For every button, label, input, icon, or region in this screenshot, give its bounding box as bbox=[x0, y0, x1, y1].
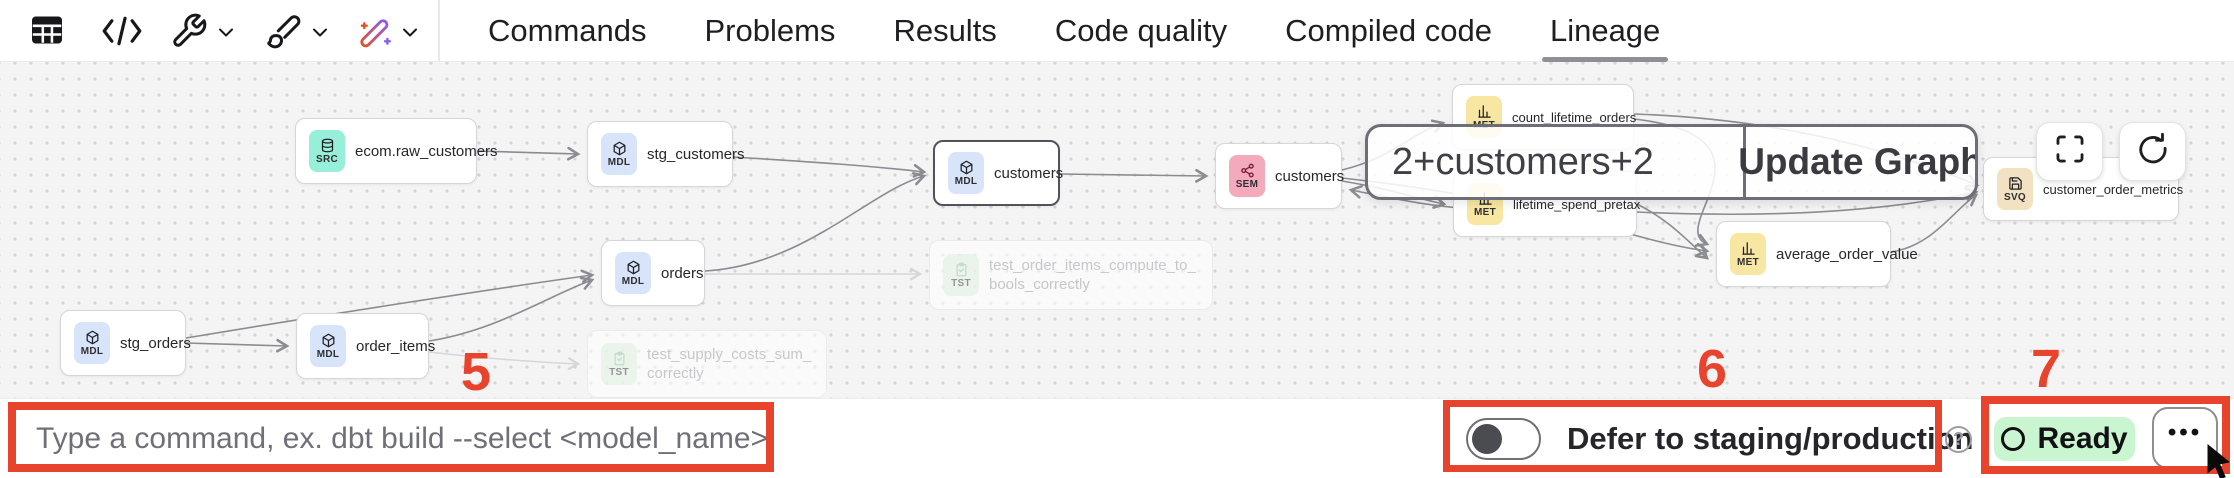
edge-order_items-to-test_supply bbox=[428, 351, 581, 370]
ai-assist-icon[interactable] bbox=[358, 14, 394, 50]
mdl-icon bbox=[626, 260, 641, 275]
tab-lineage[interactable]: Lineage bbox=[1541, 0, 1669, 62]
command-input-placeholder: Type a command, ex. dbt build --select <… bbox=[36, 422, 769, 455]
cleanup-icon[interactable] bbox=[264, 12, 302, 50]
refresh-graph-button[interactable] bbox=[2119, 122, 2186, 181]
src-icon bbox=[320, 138, 335, 153]
tab-code-quality[interactable]: Code quality bbox=[1054, 13, 1228, 48]
met-badge: MET bbox=[1730, 233, 1766, 275]
tst-badge: TST bbox=[943, 254, 979, 296]
cleanup-chevron-down-icon[interactable] bbox=[308, 20, 332, 44]
edge-lifetime_spend_pretax-to-average_order_value bbox=[1636, 203, 1709, 260]
defer-toggle[interactable] bbox=[1466, 418, 1541, 460]
build-tools-chevron-down-icon[interactable] bbox=[214, 20, 238, 44]
edge-order_items-to-orders bbox=[428, 276, 595, 342]
mdl-badge: MDL bbox=[601, 133, 637, 175]
table-view-icon[interactable] bbox=[28, 12, 66, 48]
update-graph-button[interactable]: Update Graph bbox=[1738, 141, 1978, 182]
edge-orders-to-customers bbox=[704, 171, 927, 272]
selector-divider bbox=[1743, 127, 1746, 197]
edge-stg_orders-to-orders bbox=[185, 269, 595, 339]
code-view-icon[interactable] bbox=[100, 15, 144, 47]
node-test_supply[interactable]: TST test_supply_costs_sum_correctly bbox=[587, 330, 827, 398]
sem-icon bbox=[1240, 163, 1255, 178]
annotation-digit-7: 7 bbox=[2030, 339, 2062, 398]
ellipsis-icon: ••• bbox=[2167, 419, 2203, 446]
tab-problems[interactable]: Problems bbox=[704, 13, 836, 48]
tst-icon bbox=[954, 262, 969, 277]
mdl-badge: MDL bbox=[615, 252, 651, 294]
svq-icon bbox=[2008, 176, 2023, 191]
defer-label: Defer to staging/production bbox=[1567, 421, 1974, 456]
edge-stg_customers-to-customers bbox=[732, 156, 927, 178]
command-input[interactable]: Type a command, ex. dbt build --select <… bbox=[16, 409, 769, 469]
src-badge: SRC bbox=[309, 130, 345, 172]
status-ready-label: Ready bbox=[2037, 422, 2128, 455]
fullscreen-button[interactable] bbox=[2036, 122, 2103, 181]
refresh-icon bbox=[2136, 132, 2170, 171]
defer-toggle-knob bbox=[1472, 423, 1502, 454]
edge-ecom.raw_customers-to-stg_customers bbox=[476, 146, 581, 161]
panel-header: Commands Problems Results Code quality C… bbox=[0, 0, 2234, 62]
toolbar-divider bbox=[438, 0, 440, 62]
mdl-badge: MDL bbox=[74, 322, 110, 364]
build-tools-icon[interactable] bbox=[170, 12, 208, 50]
mdl-icon bbox=[959, 160, 974, 175]
node-orders[interactable]: MDL orders bbox=[601, 240, 705, 306]
tab-results[interactable]: Results bbox=[893, 13, 997, 48]
mdl-badge: MDL bbox=[310, 325, 346, 367]
met-icon bbox=[1477, 104, 1492, 119]
node-ecom.raw_customers[interactable]: SRC ecom.raw_customers bbox=[295, 118, 498, 184]
svq-badge: SVQ bbox=[1997, 168, 2033, 210]
annotation-digit-5: 5 bbox=[460, 342, 492, 398]
mdl-icon bbox=[612, 141, 627, 156]
node-customers[interactable]: MDL customers bbox=[933, 140, 1063, 206]
defer-help-icon[interactable]: ? bbox=[1945, 426, 1972, 453]
tst-icon bbox=[612, 351, 627, 366]
sem-badge: SEM bbox=[1229, 155, 1265, 197]
tab-compiled-code[interactable]: Compiled code bbox=[1285, 13, 1492, 48]
mdl-icon bbox=[321, 333, 336, 348]
edge-average_order_value-to-customer_order_metrics bbox=[1890, 193, 1979, 253]
ai-assist-chevron-down-icon[interactable] bbox=[398, 20, 422, 44]
status-indicator-icon bbox=[2001, 427, 2026, 451]
annotation-digit-6: 6 bbox=[1696, 339, 1728, 398]
node-stg_orders[interactable]: MDL stg_orders bbox=[60, 310, 191, 376]
edge-stg_orders-to-order_items bbox=[185, 338, 290, 353]
panel-tabs: Commands Problems Results Code quality C… bbox=[488, 0, 1669, 62]
mdl-icon bbox=[85, 330, 100, 345]
status-ready-button[interactable]: Ready bbox=[1994, 417, 2135, 461]
more-options-button[interactable]: ••• bbox=[2152, 407, 2218, 469]
tab-commands[interactable]: Commands bbox=[488, 13, 647, 48]
node-selector-overlay: 2+customers+2 Update Graph bbox=[1365, 124, 1978, 200]
node-selector-input[interactable]: 2+customers+2 bbox=[1392, 140, 1654, 183]
node-average_order_value[interactable]: MET average_order_value bbox=[1716, 221, 1918, 287]
tst-badge: TST bbox=[601, 343, 637, 385]
node-customers_sem[interactable]: SEM customers bbox=[1215, 143, 1344, 209]
edge-customers-to-customers_sem bbox=[1059, 168, 1209, 183]
node-stg_customers[interactable]: MDL stg_customers bbox=[587, 121, 745, 187]
command-bar: Type a command, ex. dbt build --select <… bbox=[0, 398, 2234, 478]
fullscreen-icon bbox=[2053, 132, 2087, 171]
lineage-graph-canvas[interactable]: SRC ecom.raw_customers MDL stg_customers… bbox=[0, 62, 2234, 398]
node-test_order_items[interactable]: TST test_order_items_compute_to_bools_co… bbox=[929, 240, 1213, 310]
mdl-badge: MDL bbox=[948, 152, 984, 194]
met-icon bbox=[1741, 241, 1756, 256]
node-order_items[interactable]: MDL order_items bbox=[296, 313, 435, 379]
